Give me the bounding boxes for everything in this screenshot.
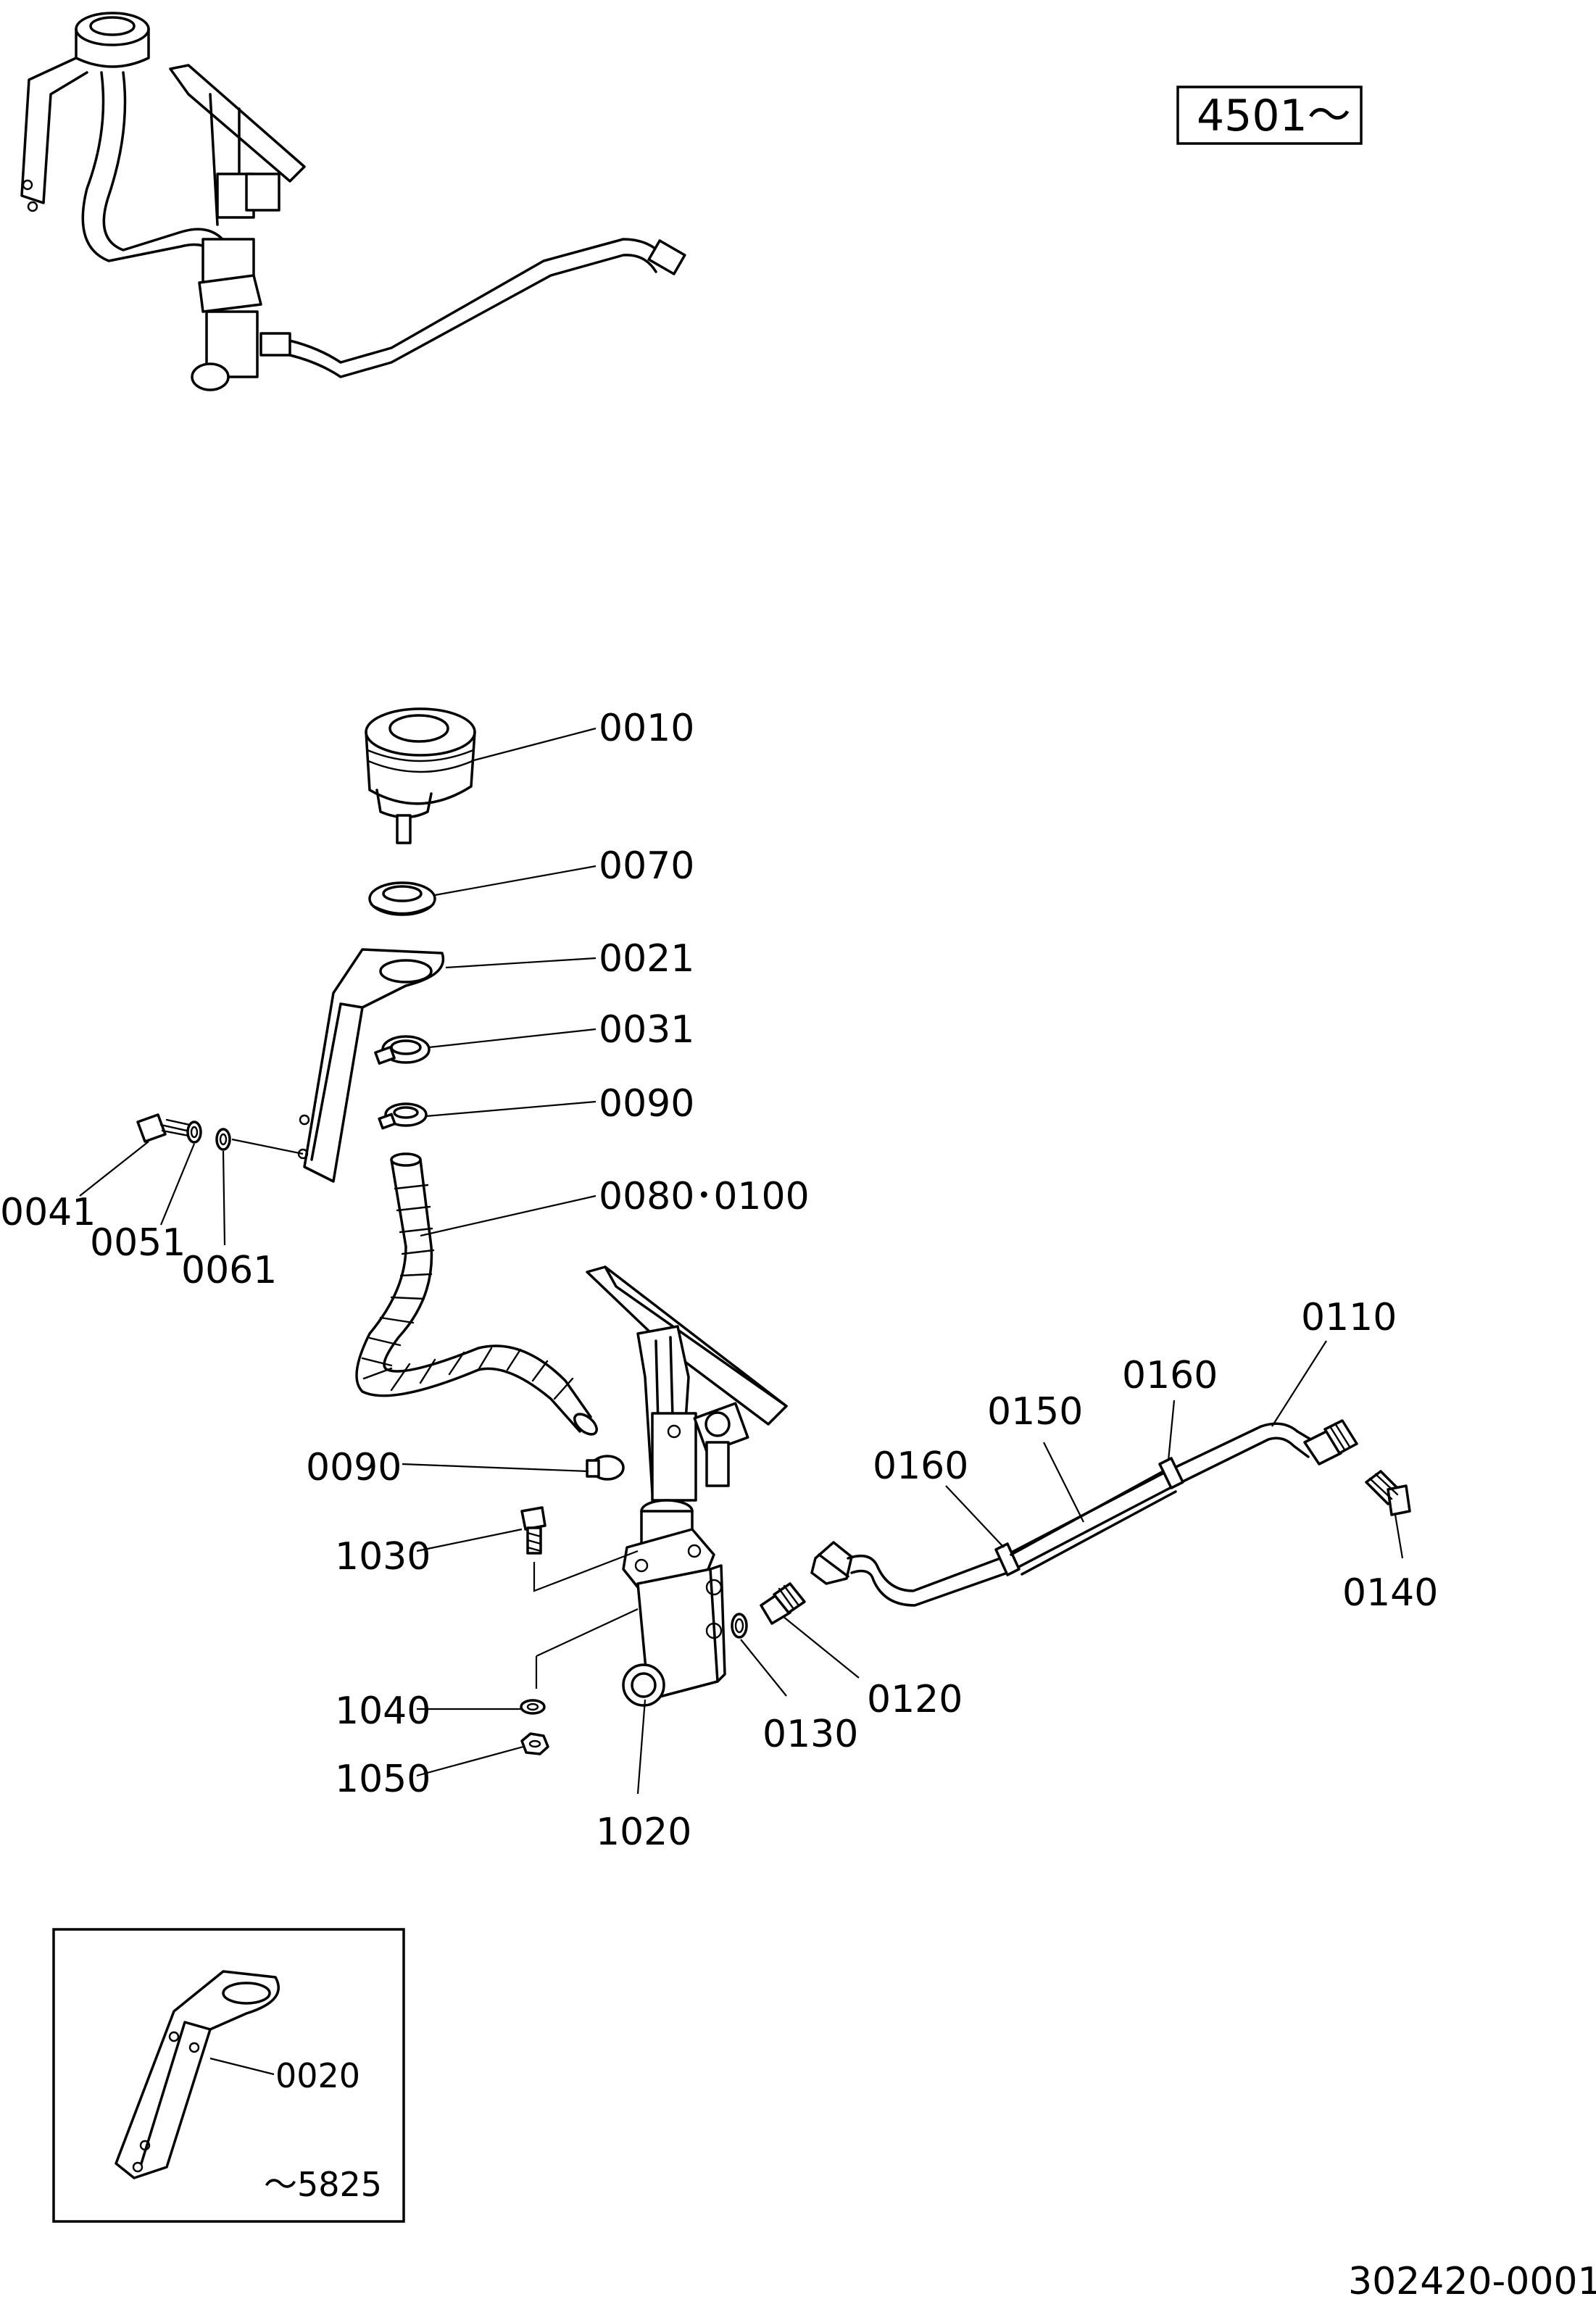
- inset-range-label: ～5825: [264, 2165, 382, 2204]
- part-0051-spring-washer: [186, 1121, 202, 1144]
- label-1020: 1020: [596, 1810, 691, 1854]
- label-0021: 0021: [599, 937, 694, 981]
- label-1050: 1050: [335, 1758, 431, 1801]
- inset-box: [52, 1928, 405, 2223]
- part-1040-washer: [520, 1699, 546, 1715]
- label-0090-lower: 0090: [306, 1446, 402, 1489]
- label-0031: 0031: [599, 1008, 694, 1052]
- part-0120-adapter: [760, 1582, 806, 1625]
- part-0140-elbow: [1365, 1470, 1411, 1516]
- part-1020-master-cylinder: [586, 1265, 788, 1707]
- label-0140: 0140: [1342, 1571, 1438, 1615]
- label-0130: 0130: [762, 1713, 858, 1756]
- part-0041-bolt: [136, 1113, 191, 1143]
- part-0080-0100-hose: [355, 1152, 598, 1436]
- label-0070: 0070: [599, 844, 694, 888]
- part-0160-grommet-left: [994, 1542, 1021, 1576]
- label-0080-0100: 0080･0100: [599, 1175, 810, 1218]
- part-0061-washer: [215, 1128, 231, 1151]
- label-0020: 0020: [275, 2056, 360, 2095]
- label-0150: 0150: [987, 1390, 1083, 1434]
- part-0070-grommet: [368, 881, 436, 916]
- label-0120: 0120: [867, 1678, 963, 1721]
- part-0010-reservoir: [365, 707, 476, 844]
- part-0110-brake-pipe: [810, 1419, 1358, 1607]
- label-0160-left: 0160: [873, 1444, 968, 1488]
- label-0051: 0051: [90, 1221, 186, 1265]
- part-0020-bracket: [115, 1970, 280, 2179]
- serial-range-label: 4501～: [1197, 91, 1351, 141]
- part-0160-grommet-right: [1158, 1457, 1184, 1489]
- label-1030: 1030: [335, 1535, 431, 1579]
- part-0150-tube: [1010, 1470, 1177, 1576]
- serial-range-box: [1176, 86, 1363, 145]
- part-0090-clamp-lower: [586, 1455, 625, 1481]
- label-0110: 0110: [1301, 1296, 1397, 1339]
- part-0031-clamp: [374, 1035, 431, 1065]
- part-0130-o-ring: [731, 1613, 748, 1639]
- label-0041: 0041: [0, 1191, 96, 1234]
- part-0090-clamp-upper: [378, 1102, 428, 1130]
- label-0090-upper: 0090: [599, 1082, 694, 1126]
- overview-assembly: [20, 12, 686, 391]
- label-0010: 0010: [599, 707, 694, 750]
- label-1040: 1040: [335, 1689, 431, 1733]
- part-1050-nut: [520, 1732, 549, 1755]
- part-1030-bolt: [520, 1506, 546, 1555]
- label-0160-right: 0160: [1122, 1354, 1218, 1397]
- part-0021-bracket: [297, 948, 445, 1183]
- label-0061: 0061: [181, 1249, 277, 1292]
- drawing-number: 302420-00011: [1348, 2260, 1596, 2299]
